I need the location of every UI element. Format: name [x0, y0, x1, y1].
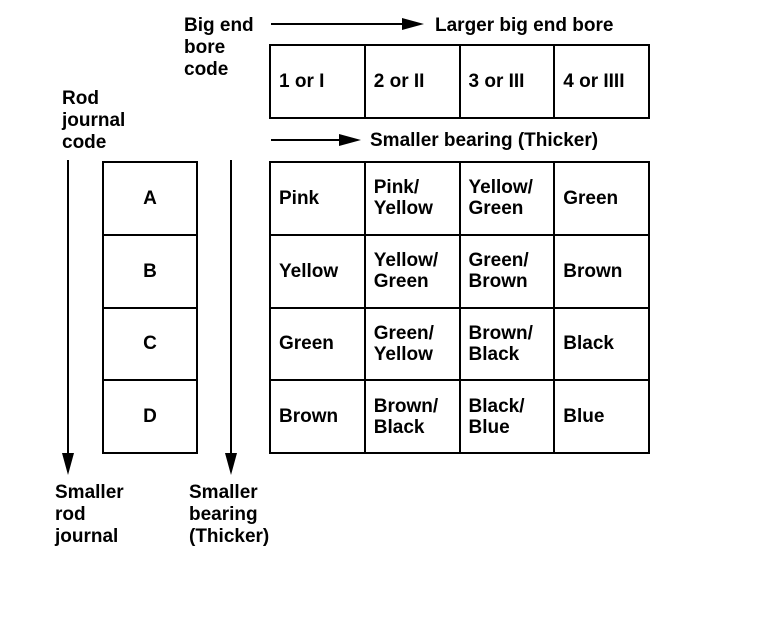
- big-end-bore-code-label: Big end bore code: [184, 15, 254, 80]
- arrow-down-smaller-bearing: [225, 160, 237, 475]
- bearing-color-cell: Brown: [269, 379, 366, 454]
- bore-code-cell: 2 or II: [363, 44, 461, 119]
- bearing-color-cell: Green: [553, 161, 650, 236]
- smaller-bearing-top-label: Smaller bearing (Thicker): [370, 130, 599, 151]
- bearing-color-cell: Pink/ Yellow: [363, 161, 461, 236]
- bearing-color-cell: Brown/ Black: [458, 306, 556, 382]
- bearing-color-cell: Black/ Blue: [458, 379, 556, 454]
- bearing-color-row: Brown Brown/ Black Black/ Blue Blue: [269, 379, 650, 454]
- bearing-color-cell: Brown: [553, 233, 650, 309]
- journal-code-cell: D: [102, 379, 198, 454]
- bearing-color-cell: Pink: [269, 161, 366, 236]
- bore-code-cell: 3 or III: [458, 44, 556, 119]
- bore-code-table: 1 or I 2 or II 3 or III 4 or IIII: [269, 44, 650, 119]
- bearing-color-cell: Brown/ Black: [363, 379, 461, 454]
- bearing-color-row: Yellow Yellow/ Green Green/ Brown Brown: [269, 233, 650, 309]
- journal-code-row: C: [102, 306, 198, 382]
- bore-code-cell: 4 or IIII: [553, 44, 650, 119]
- bearing-color-cell: Green: [269, 306, 366, 382]
- bearing-color-row: Green Green/ Yellow Brown/ Black Black: [269, 306, 650, 382]
- bearing-color-table: Pink Pink/ Yellow Yellow/ Green Green Ye…: [269, 161, 650, 454]
- arrow-down-smaller-rod-journal: [62, 160, 74, 475]
- bearing-color-cell: Green/ Brown: [458, 233, 556, 309]
- smaller-bearing-bottom-label: Smaller bearing (Thicker): [189, 482, 270, 547]
- journal-code-cell: C: [102, 306, 198, 382]
- rod-journal-code-label: Rod journal code: [62, 88, 126, 153]
- arrow-right-smaller-bearing: [271, 134, 361, 146]
- journal-code-row: D: [102, 379, 198, 454]
- journal-code-row: A: [102, 161, 198, 236]
- journal-code-row: B: [102, 233, 198, 309]
- bearing-color-cell: Blue: [553, 379, 650, 454]
- bearing-color-cell: Yellow: [269, 233, 366, 309]
- bearing-color-cell: Yellow/ Green: [458, 161, 556, 236]
- bore-code-cell: 1 or I: [269, 44, 366, 119]
- journal-code-table: A B C D: [102, 161, 198, 454]
- bearing-color-cell: Black: [553, 306, 650, 382]
- journal-code-cell: B: [102, 233, 198, 309]
- journal-code-cell: A: [102, 161, 198, 236]
- bearing-color-cell: Yellow/ Green: [363, 233, 461, 309]
- larger-big-end-bore-label: Larger big end bore: [435, 15, 614, 36]
- bearing-color-row: Pink Pink/ Yellow Yellow/ Green Green: [269, 161, 650, 236]
- arrow-right-larger-bore: [271, 18, 424, 30]
- bore-code-row: 1 or I 2 or II 3 or III 4 or IIII: [269, 44, 650, 119]
- bearing-color-cell: Green/ Yellow: [363, 306, 461, 382]
- smaller-rod-journal-label: Smaller rod journal: [55, 482, 124, 547]
